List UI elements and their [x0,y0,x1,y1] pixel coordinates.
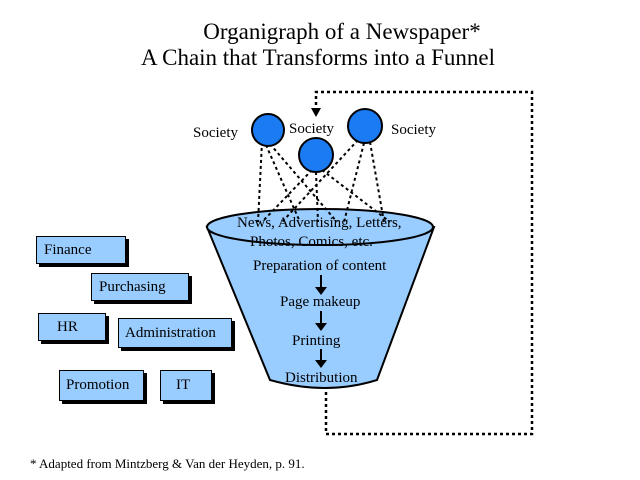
box-it: IT [160,370,212,401]
funnel-inputs-line1: News, Advertising, Letters, [237,215,402,231]
box-purchasing: Purchasing [91,273,189,301]
footnote: * Adapted from Mintzberg & Van der Heyde… [30,456,305,471]
funnel-rim [206,208,434,246]
society-label-right: Society [391,122,436,138]
feedback-loop-line [314,90,534,436]
diagram-title: Organigraph of a Newspaper* [203,19,481,44]
funnel-inputs-line2: Photos, Comics, etc. [250,234,373,250]
step-page-makeup: Page makeup [280,294,360,310]
society-label-left: Society [193,125,238,141]
funnel-body [205,226,436,389]
box-administration: Administration [118,318,232,348]
society-circle-left [251,113,285,147]
diagram-subtitle: A Chain that Transforms into a Funnel [141,45,495,70]
feedback-loop-arrowhead [311,108,321,117]
society-circle-center [298,137,334,173]
box-promotion: Promotion [59,370,144,401]
arrow-printing-to-distribution-head [315,360,327,368]
step-preparation-of-content: Preparation of content [253,258,387,274]
society-label-center: Society [289,121,334,137]
society-connection-lines [257,139,391,223]
step-distribution: Distribution [285,370,358,386]
box-finance: Finance [36,236,126,264]
arrow-makeup-to-printing-head [315,323,327,331]
step-printing: Printing [292,333,341,349]
arrow-prep-to-makeup-head [315,287,327,295]
box-hr: HR [38,313,106,341]
society-circle-right [347,108,383,144]
